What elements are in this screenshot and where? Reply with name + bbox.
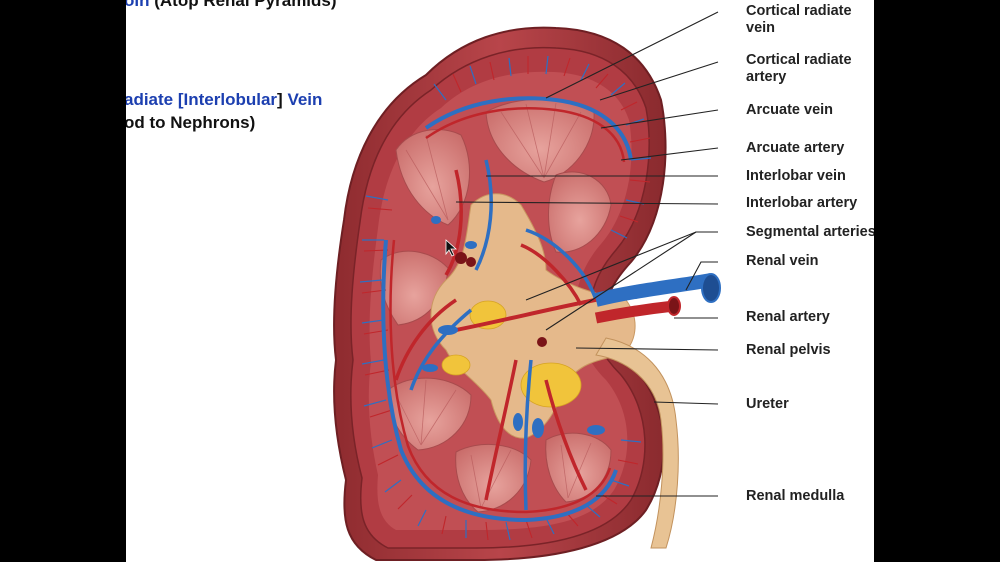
ureter [595,337,679,549]
leader-lines [455,11,719,497]
label-interlobar-artery: Interlobar artery [746,195,858,211]
label-renal-artery: Renal artery [746,309,830,325]
label-renal-vein: Renal vein [746,253,819,269]
sub-text-line: od to Nephrons) [126,113,256,132]
label-renal-medulla: Renal medulla [746,488,845,504]
label-cortical-radiate-artery: Cortical radiate artery [746,52,852,85]
top-text-line: oin (Atop Renal Pyramids) [126,0,337,10]
mouse-cursor-icon [445,239,458,257]
slide: oin (Atop Renal Pyramids) adiate [Interl… [126,0,874,562]
label-segmental-arteries: Segmental arteries [746,224,874,240]
label-interlobar-vein: Interlobar vein [746,168,846,184]
label-ureter: Ureter [746,396,789,412]
kidney-illustration [333,11,721,561]
label-arcuate-vein: Arcuate vein [746,102,834,118]
label-arcuate-artery: Arcuate artery [746,140,845,156]
heading-text-line: adiate [Interlobular] Vein [126,90,323,109]
label-cortical-radiate-vein: Cortical radiate vein [746,3,852,36]
label-renal-pelvis: Renal pelvis [746,342,831,358]
